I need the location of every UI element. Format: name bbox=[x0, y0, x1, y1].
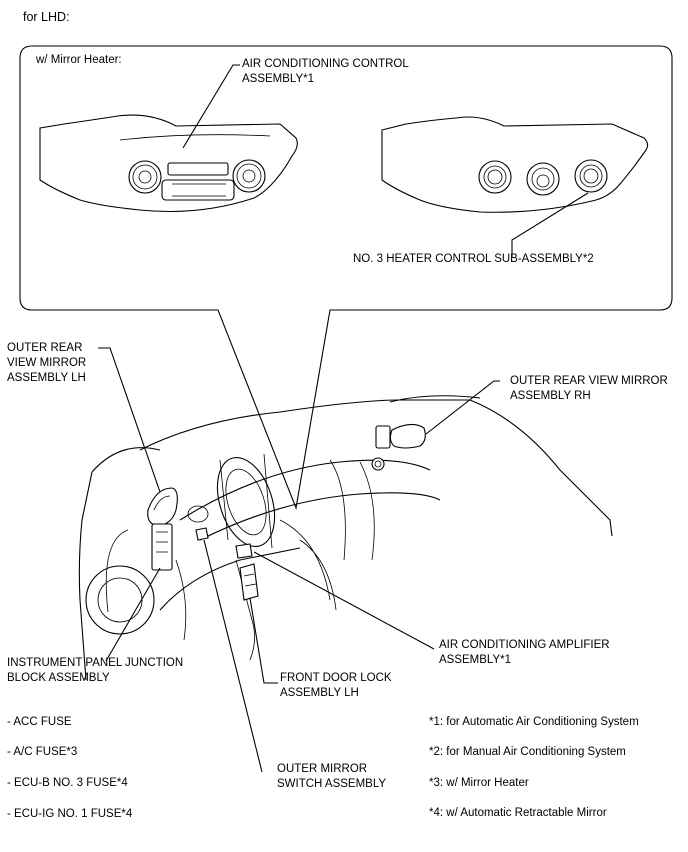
ac-control-panel-drawing bbox=[39, 114, 298, 213]
note-item: *4: w/ Automatic Retractable Mirror bbox=[429, 807, 607, 819]
junction-block-shape bbox=[151, 523, 173, 571]
label-ac-amplifier: AIR CONDITIONING AMPLIFIER ASSEMBLY*1 bbox=[439, 639, 610, 666]
heater-control-panel-drawing bbox=[381, 116, 649, 213]
label-heater-control-sub-assembly: NO. 3 HEATER CONTROL SUB-ASSEMBLY*2 bbox=[353, 253, 594, 265]
label-junction-block: INSTRUMENT PANEL JUNCTION BLOCK ASSEMBLY bbox=[7, 657, 184, 684]
label-front-door-lock: FRONT DOOR LOCK ASSEMBLY LH bbox=[280, 672, 392, 699]
mirror-rh-shape bbox=[389, 423, 426, 449]
vehicle-interior-drawing bbox=[78, 395, 613, 681]
ac-amplifier-shape bbox=[235, 543, 253, 559]
door-lock-shape bbox=[239, 563, 259, 601]
diagram-title: for LHD: bbox=[23, 10, 70, 24]
mirror-lh-shape bbox=[147, 487, 178, 527]
fuse-item: - ECU-IG NO. 1 FUSE*4 bbox=[7, 808, 133, 820]
note-item: *3: w/ Mirror Heater bbox=[429, 777, 529, 789]
label-outer-mirror-lh: OUTER REAR VIEW MIRROR ASSEMBLY LH bbox=[7, 342, 87, 384]
label-outer-mirror-rh: OUTER REAR VIEW MIRROR ASSEMBLY RH bbox=[510, 375, 668, 402]
fuse-item: - A/C FUSE*3 bbox=[7, 746, 78, 758]
note-item: *2: for Manual Air Conditioning System bbox=[429, 746, 626, 758]
note-item: *1: for Automatic Air Conditioning Syste… bbox=[429, 716, 639, 728]
fuse-item: - ACC FUSE bbox=[7, 716, 72, 728]
label-outer-mirror-switch: OUTER MIRROR SWITCH ASSEMBLY bbox=[277, 763, 387, 790]
callout-box bbox=[19, 45, 673, 511]
fuse-item: - ECU-B NO. 3 FUSE*4 bbox=[7, 777, 128, 789]
callout-heading: w/ Mirror Heater: bbox=[36, 54, 122, 66]
label-ac-control-assembly: AIR CONDITIONING CONTROL ASSEMBLY*1 bbox=[242, 58, 409, 85]
leader-lines bbox=[98, 64, 589, 773]
